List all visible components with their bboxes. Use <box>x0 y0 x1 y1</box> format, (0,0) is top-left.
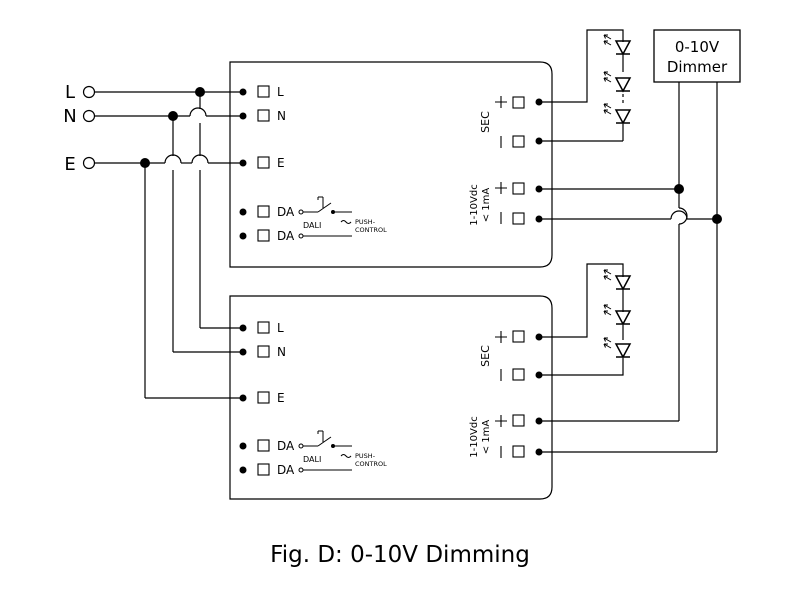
mains-neutral-label: N <box>63 106 76 127</box>
driver-2-input-terminals <box>239 324 247 474</box>
led-icon <box>603 71 631 92</box>
driver-1-input-terminals <box>239 88 247 240</box>
driver-1-dim-label-1: 1-10Vdc <box>469 184 480 225</box>
driver-1-da1-label: DA <box>277 205 295 219</box>
dimmer-junction-dots <box>674 184 722 224</box>
dimmer-wiring <box>539 82 718 453</box>
driver-2-push-label-1: PUSH- <box>355 452 376 460</box>
line-input-terminal <box>82 85 96 99</box>
led-icon <box>603 304 631 325</box>
neutral-input-terminal <box>82 109 96 123</box>
mains-line-label: L <box>65 82 75 103</box>
earth-input-terminal <box>82 156 96 170</box>
driver-1-l-label: L <box>277 85 284 99</box>
driver-1-da2-label: DA <box>277 229 295 243</box>
driver-2-da1-label: DA <box>277 439 295 453</box>
driver-2: L N E DA DA DALI PUSH- CONTROL SEC 1-10V… <box>229 295 553 500</box>
led-icon <box>603 103 631 124</box>
driver-1-n-label: N <box>277 109 286 123</box>
led-icon <box>603 34 631 55</box>
dimmer-box <box>653 29 741 83</box>
led-icon <box>603 269 631 290</box>
figure-caption: Fig. D: 0-10V Dimming <box>270 542 530 568</box>
led-string-1 <box>539 29 631 142</box>
driver-2-output-symbols <box>495 331 507 458</box>
driver-1-push-switch <box>298 196 352 239</box>
driver-1-sec-label: SEC <box>479 111 492 133</box>
dimmer: 0-10V Dimmer <box>653 29 741 83</box>
driver-1-output-symbols <box>495 96 507 224</box>
driver-1-housing <box>229 61 553 268</box>
dimmer-label-line1: 0-10V <box>675 38 720 56</box>
driver-2-dim-label-2: < 1mA <box>481 420 492 455</box>
mains-earth-label: E <box>64 154 75 175</box>
dimmer-label-line2: Dimmer <box>667 58 728 76</box>
driver-2-l-label: L <box>277 321 284 335</box>
driver-2-e-label: E <box>277 391 285 405</box>
driver-2-sec-label: SEC <box>479 345 492 367</box>
driver-2-dali-label: DALI <box>303 455 321 464</box>
led-icon <box>603 337 631 358</box>
mains-inputs: L N E <box>63 82 96 175</box>
driver-2-dim-label-1: 1-10Vdc <box>469 416 480 457</box>
driver-2-n-label: N <box>277 345 286 359</box>
driver-1-push-label-2: CONTROL <box>355 226 387 234</box>
led-string-2 <box>539 263 631 376</box>
mains-junction-dots <box>140 87 205 168</box>
driver-1-dim-label-2: < 1mA <box>481 188 492 223</box>
driver-1-push-label-1: PUSH- <box>355 218 376 226</box>
driver-1-dali-label: DALI <box>303 221 321 230</box>
mains-wiring <box>95 91 243 399</box>
driver-2-da2-label: DA <box>277 463 295 477</box>
driver-1: L N E DA DA DALI PUSH- CONTROL SEC 1-10V… <box>229 61 553 268</box>
driver-2-push-switch <box>298 430 352 473</box>
driver-2-push-label-2: CONTROL <box>355 460 387 468</box>
driver-1-e-label: E <box>277 156 285 170</box>
driver-2-housing <box>229 295 553 500</box>
